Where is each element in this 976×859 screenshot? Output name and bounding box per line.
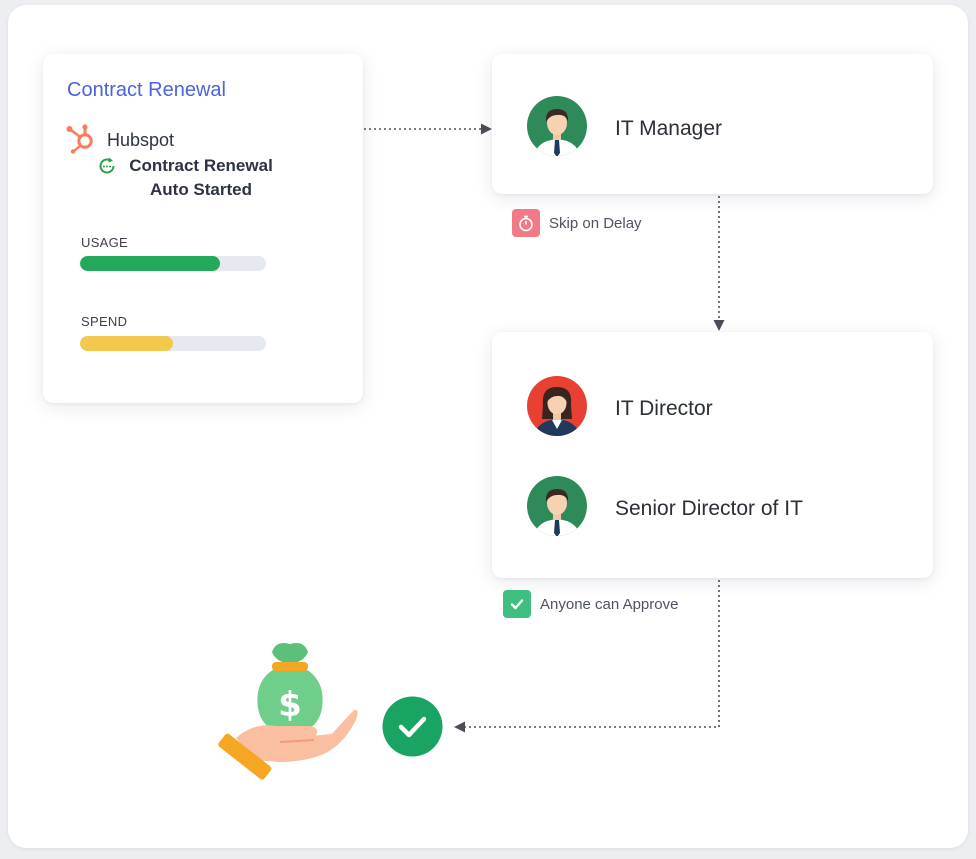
usage-bar bbox=[80, 256, 266, 271]
approval-step-1[interactable]: IT Manager bbox=[492, 54, 933, 194]
anyone-can-approve-rule: Anyone can Approve bbox=[503, 590, 678, 618]
skip-on-delay-rule: Skip on Delay bbox=[512, 209, 642, 237]
contract-card-title: Contract Renewal bbox=[67, 79, 226, 102]
approver-name: Senior Director of IT bbox=[615, 497, 803, 521]
hubspot-label: Hubspot bbox=[107, 130, 174, 151]
status-line-2: Auto Started bbox=[121, 178, 281, 202]
spend-bar-fill bbox=[80, 336, 173, 351]
check-circle-icon bbox=[382, 696, 443, 762]
usage-label: USAGE bbox=[81, 235, 128, 250]
approver-it-director[interactable]: IT Director bbox=[526, 375, 713, 442]
checkbox-icon bbox=[503, 590, 531, 618]
skip-on-delay-label: Skip on Delay bbox=[549, 215, 642, 232]
renewal-status: Contract Renewal Auto Started bbox=[97, 154, 281, 202]
hubspot-logo-icon bbox=[65, 122, 97, 159]
approver-senior-director[interactable]: Senior Director of IT bbox=[526, 475, 803, 542]
svg-text:$: $ bbox=[278, 685, 302, 725]
avatar-male-icon bbox=[526, 95, 588, 162]
anyone-can-approve-label: Anyone can Approve bbox=[540, 596, 678, 613]
avatar-female-icon bbox=[526, 375, 588, 442]
arrowhead-directors bbox=[714, 320, 725, 331]
approver-it-manager[interactable]: IT Manager bbox=[526, 95, 722, 162]
spend-label: SPEND bbox=[81, 314, 127, 329]
approver-name: IT Director bbox=[615, 397, 713, 421]
status-line-1: Contract Renewal bbox=[121, 154, 281, 178]
avatar-male-icon bbox=[526, 475, 588, 542]
contract-renewal-card[interactable]: Contract Renewal Hubspot bbox=[43, 54, 363, 403]
refresh-icon bbox=[97, 156, 117, 181]
arrowhead-manager bbox=[481, 124, 492, 135]
arrowhead-approved bbox=[454, 722, 465, 733]
approver-name: IT Manager bbox=[615, 117, 722, 141]
money-bag-hand-icon: $ bbox=[214, 640, 360, 789]
approval-step-2[interactable]: IT Director Senior Director of IT bbox=[492, 332, 933, 578]
spend-bar bbox=[80, 336, 266, 351]
stopwatch-icon bbox=[512, 209, 540, 237]
usage-bar-fill bbox=[80, 256, 220, 271]
